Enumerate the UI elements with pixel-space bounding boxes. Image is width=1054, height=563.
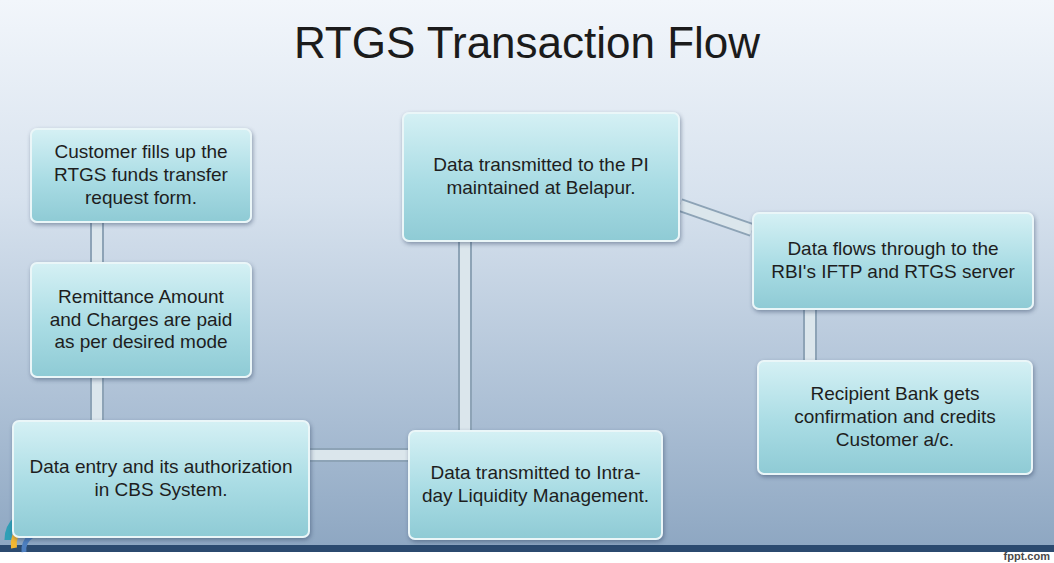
box-text: Data flows through to the RBI's IFTP and… [754,232,1032,290]
box-text: Remittance Amount and Charges are paid a… [32,280,250,360]
box-text: Data entry and its authorization in CBS … [14,450,308,508]
box-text: Data transmitted to the PI maintained at… [404,148,678,206]
connector-fill [92,378,102,420]
connector-bar [97,378,98,420]
process-box: Remittance Amount and Charges are paid a… [30,262,252,378]
box-text: Customer fills up the RTGS funds transfe… [32,135,250,215]
process-box: Data entry and its authorization in CBS … [12,420,310,538]
footer-ground [0,552,1054,563]
footer-bar [0,545,1054,552]
connector-outline [90,223,104,262]
process-box: Data transmitted to Intra-day Liquidity … [408,430,663,540]
connector-bar [680,205,752,230]
process-box: Customer fills up the RTGS funds transfe… [30,128,252,223]
connector-bar [310,455,408,456]
connector-fill [805,310,815,360]
process-box: Recipient Bank gets confirmation and cre… [757,360,1033,475]
connector-fill [680,205,752,230]
connector-fill [92,223,102,262]
connector-fill [460,242,470,430]
process-box: Data transmitted to the PI maintained at… [402,112,680,242]
connector-bar [810,310,811,360]
connector-outline [90,378,104,420]
connector-bar [97,223,98,262]
connector-outline [680,205,752,230]
connector-bar [465,242,466,430]
slide-title: RTGS Transaction Flow [0,18,1054,68]
box-text: Recipient Bank gets confirmation and cre… [759,377,1031,457]
connector-outline [803,310,817,360]
connector-outline [458,242,472,430]
connector-fill [310,450,408,460]
box-text: Data transmitted to Intra-day Liquidity … [410,456,661,514]
watermark: fppt.com [1004,550,1050,562]
connector-outline [310,448,408,462]
process-box: Data flows through to the RBI's IFTP and… [752,212,1034,310]
